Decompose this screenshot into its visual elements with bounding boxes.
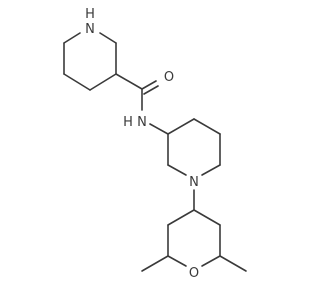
carbonyl-oxygen-label: O [164,70,174,85]
bond [115,73,143,90]
amide-nitrogen-label: N [137,115,147,130]
bond [63,32,81,44]
nh-hydrogen-label: H [85,7,95,22]
bond [167,118,195,135]
piperidine-ring-top [63,32,117,91]
piperidine-nitrogen-label: N [189,175,199,190]
bond [167,255,187,267]
methyl-bond-left [141,255,169,272]
piperidine-ring-middle [167,118,221,176]
ring-oxygen-label: O [189,266,199,281]
bond [193,118,221,135]
bond [99,32,117,44]
bond [63,73,91,91]
nh-nitrogen-label: N [85,22,95,37]
bond [193,209,221,226]
bond [167,164,187,176]
molecule-diagram: N H O N H N O [63,7,247,281]
carboxamide-group [115,73,169,135]
bond [201,255,221,267]
amide-hydrogen-label: H [123,115,133,130]
bond [141,80,157,90]
bond-double [143,85,159,95]
bond [201,164,221,176]
methyl-bond-right [219,255,247,272]
oxane-ring [167,209,221,267]
bond [167,209,195,226]
bond [149,123,169,135]
structure-svg: N H O N H N O [63,7,247,281]
bond [89,73,117,91]
